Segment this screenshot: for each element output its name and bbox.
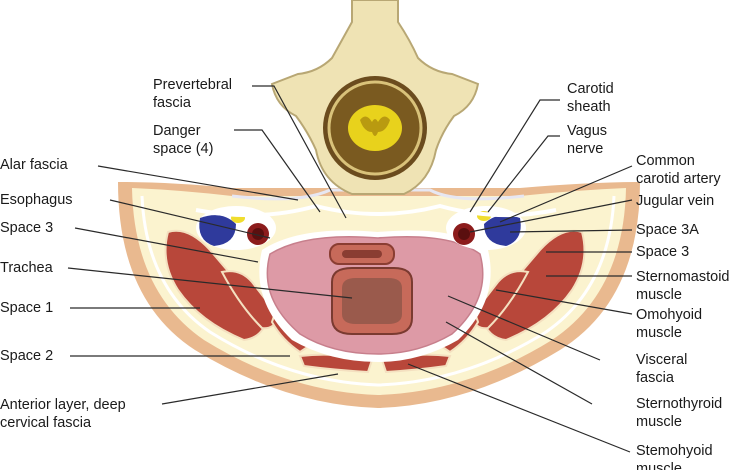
label-sternohyoid-muscle: Stemohyoid muscle: [636, 443, 713, 470]
label-sternomastoid-muscle: Sternomastoid muscle: [636, 269, 730, 303]
label-prevertebral-fascia: Prevertebral fascia: [153, 77, 232, 111]
label-space-3a: Space 3A: [636, 222, 699, 238]
label-esophagus: Esophagus: [0, 192, 73, 208]
trachea-lumen: [342, 278, 402, 324]
left-carotid-lumen: [252, 228, 264, 240]
label-space-3-right: Space 3: [636, 244, 690, 260]
label-visceral-fascia: Visceral fascia: [636, 352, 688, 386]
leader-lines: [67, 85, 633, 453]
label-vagus-nerve: Vagus nerve: [567, 123, 608, 157]
label-sternothyroid-muscle: Sternothyroid muscle: [636, 396, 723, 430]
label-space-1: Space 1: [0, 300, 54, 316]
esophagus-lumen: [342, 250, 382, 258]
label-anterior-layer: Anterior layer, deep cervical fascia: [0, 397, 126, 431]
alar-fascia-line: [195, 203, 557, 218]
right-sternomastoid-muscle: [480, 229, 586, 342]
label-trachea: Trachea: [0, 260, 53, 276]
label-danger-space: Danger space (4): [153, 123, 214, 157]
right-omohyoid-muscle: [468, 270, 530, 330]
right-carotid-lumen: [458, 228, 470, 240]
label-alar-fascia: Alar fascia: [0, 157, 68, 173]
spinal-gray-matter: [360, 116, 390, 136]
danger-space-line: [231, 188, 525, 201]
label-space-3-left: Space 3: [0, 220, 54, 236]
label-jugular-vein: Jugular vein: [636, 193, 715, 209]
right-jugular-vein: [484, 215, 521, 246]
deep-fascia-line: [140, 195, 616, 387]
label-omohyoid-muscle: Omohyoid muscle: [636, 307, 703, 341]
left-sternomastoid-muscle: [164, 229, 270, 342]
label-space-2: Space 2: [0, 348, 54, 364]
label-common-carotid-artery: Common carotid artery: [636, 153, 721, 187]
label-carotid-sheath: Carotid sheath: [567, 81, 614, 115]
